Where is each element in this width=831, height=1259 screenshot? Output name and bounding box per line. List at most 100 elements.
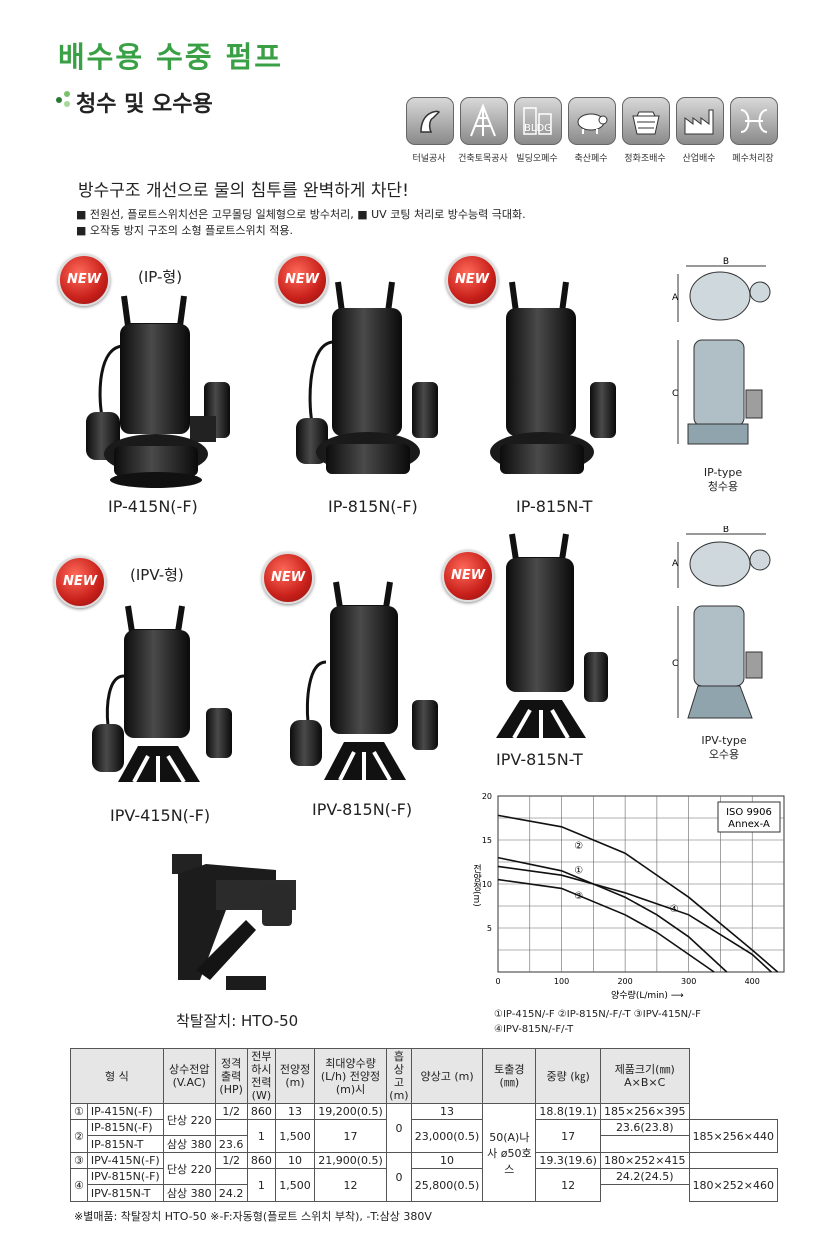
pump-ipv-815t-image	[486, 524, 616, 744]
model-label: IPV-415N(-F)	[110, 806, 211, 825]
usage-label-factory: 산업배수	[682, 154, 716, 164]
model-label: IP-415N(-F)	[108, 497, 198, 516]
bullet-line: ■ 전원선, 플로트스위치선은 고무몰딩 일체형으로 방수처리, ■ UV 코팅…	[76, 208, 526, 221]
caption-line: 청수용	[707, 480, 739, 493]
model-label: IP-815N-T	[516, 497, 593, 516]
chart-x-tick-label: 0	[495, 977, 500, 986]
table-cell-watt: 1,500	[275, 1119, 315, 1153]
chart-series-line	[497, 856, 728, 973]
table-cell-phase: 삼상 380	[162, 1135, 216, 1153]
table-header-cell: 형 식	[70, 1048, 164, 1104]
usage-label-septic: 정화조배수	[624, 154, 666, 164]
table-cell-flow: 23,000(0.5)	[410, 1119, 484, 1153]
table-header-cell: 정격출력 (HP)	[214, 1048, 248, 1104]
svg-text:C: C	[672, 389, 678, 399]
table-cell-watt: 1,500	[275, 1168, 315, 1202]
table-cell-suction: 0	[386, 1103, 412, 1153]
ip-dimension-diagram: B A C	[666, 256, 786, 472]
pump-ipv-415-image	[88, 596, 248, 796]
chart-series-label: ④	[670, 904, 679, 915]
table-cell-watt: 860	[246, 1103, 277, 1120]
model-label: IP-815N(-F)	[328, 497, 418, 516]
model-label: IPV-815N-T	[496, 750, 583, 769]
table-cell-hp: 1/2	[214, 1103, 248, 1120]
table-cell-suction: 0	[386, 1152, 412, 1202]
chart-legend: ①IP-415N/-F ②IP-815N/-F/-T ③IPV-415N/-F …	[494, 1007, 701, 1037]
page-title: 배수용 수중 펌프	[58, 40, 283, 74]
ipv-type-caption: IPV-type 오수용	[686, 734, 762, 762]
table-cell-head: 17	[313, 1119, 388, 1153]
usage-label-tunnel: 터널공사	[412, 154, 446, 164]
table-cell-flow: 19,200(0.5)	[313, 1103, 388, 1120]
chart-series-label: ③	[574, 891, 583, 902]
chart-annotation-box	[717, 801, 781, 833]
table-cell-model: IPV-415N(-F)	[86, 1152, 164, 1169]
chart-y-tick-label: 5	[487, 924, 492, 933]
chart-x-axis-label: 양수량(L/min) ⟶	[611, 989, 684, 1001]
new-badge: NEW	[442, 550, 494, 602]
svg-text:B: B	[723, 526, 729, 535]
table-cell-flow: 25,800(0.5)	[410, 1168, 484, 1202]
table-cell-watt: 860	[246, 1152, 277, 1169]
table-cell-size: 185×256×395	[599, 1103, 690, 1120]
building-icon: BLDG	[514, 97, 562, 145]
table-header-cell: 중량 (㎏)	[535, 1048, 601, 1104]
table-header-cell: 전양정 (m)	[275, 1048, 315, 1104]
model-label: IPV-815N(-F)	[312, 800, 413, 819]
table-cell-head: 10	[275, 1152, 315, 1169]
chart-legend-line: ①IP-415N/-F ②IP-815N/-F/-T ③IPV-415N/-F	[494, 1009, 701, 1020]
tunnel-icon	[406, 97, 454, 145]
chart-series-line	[497, 865, 772, 973]
table-cell-weight: 18.8(19.1)	[535, 1103, 601, 1120]
table-cell-phase: 삼상 380	[162, 1184, 216, 1202]
table-cell-weight: 19.3(19.6)	[535, 1152, 601, 1169]
table-cell-no: ①	[70, 1103, 88, 1120]
new-badge: NEW	[54, 556, 106, 608]
footnote: ※별매품: 착탈장치 HTO-50 ※-F:자동형(플로트 스위치 부착), -…	[74, 1210, 432, 1223]
chart-series-line	[497, 878, 715, 973]
ipv-dimension-diagram: B A C	[666, 525, 786, 730]
table-cell-phase: 단상 220	[162, 1152, 216, 1185]
factory-icon	[676, 97, 724, 145]
accessory-label: 착탈잘치: HTO-50	[176, 1012, 299, 1030]
new-badge: NEW	[262, 552, 314, 604]
septic-icon	[622, 97, 670, 145]
ipv-type-label: (IPV-형)	[130, 566, 184, 584]
table-cell-model: IP-815N(-F)	[86, 1119, 164, 1136]
chart-y-tick-label: 15	[482, 836, 492, 845]
chart-annotation: Annex-A	[728, 819, 770, 830]
livestock-icon	[568, 97, 616, 145]
chart-y-tick-label: 10	[482, 880, 492, 889]
ip-type-label: (IP-형)	[138, 268, 183, 286]
chart-y-axis-label: 전양정(m)	[471, 864, 481, 907]
chart-x-tick-label: 300	[681, 977, 696, 986]
table-cell-hp: 1/2	[214, 1152, 248, 1169]
table-header-cell: 토출경 (㎜)	[482, 1048, 537, 1104]
table-cell-phase	[214, 1168, 248, 1185]
table-cell-model: IPV-815N(-F)	[86, 1168, 164, 1185]
bullet-line: ■ 오작동 방지 구조의 소형 플로트스위치 적용.	[76, 224, 294, 237]
table-header-cell: 양상고 (m)	[410, 1048, 484, 1104]
table-cell-size: 180×252×460	[688, 1168, 779, 1202]
svg-text:BLDG: BLDG	[524, 123, 552, 134]
table-cell-outlet: 50(A)나사 ø50호스	[482, 1103, 537, 1202]
table-cell-model: IP-815N-T	[86, 1135, 164, 1153]
hto-50-accessory-image	[166, 850, 306, 1004]
table-cell-lift: 12	[535, 1168, 601, 1202]
chart-series-line	[497, 814, 779, 973]
table-cell-phase	[214, 1119, 248, 1136]
table-cell-hp: 1	[246, 1119, 277, 1153]
caption-line: IP-type	[703, 466, 743, 479]
pump-ip-815-image	[288, 272, 458, 492]
table-header-cell: 제품크기(㎜) A×B×C	[599, 1048, 690, 1104]
table-cell-weight: 23.6(23.8)	[599, 1119, 690, 1136]
table-cell-head: 13	[275, 1103, 315, 1120]
table-cell-hp: 1	[246, 1168, 277, 1202]
usage-label-livestock: 축산폐수	[574, 154, 608, 164]
pump-ip-815t-image	[486, 272, 636, 492]
